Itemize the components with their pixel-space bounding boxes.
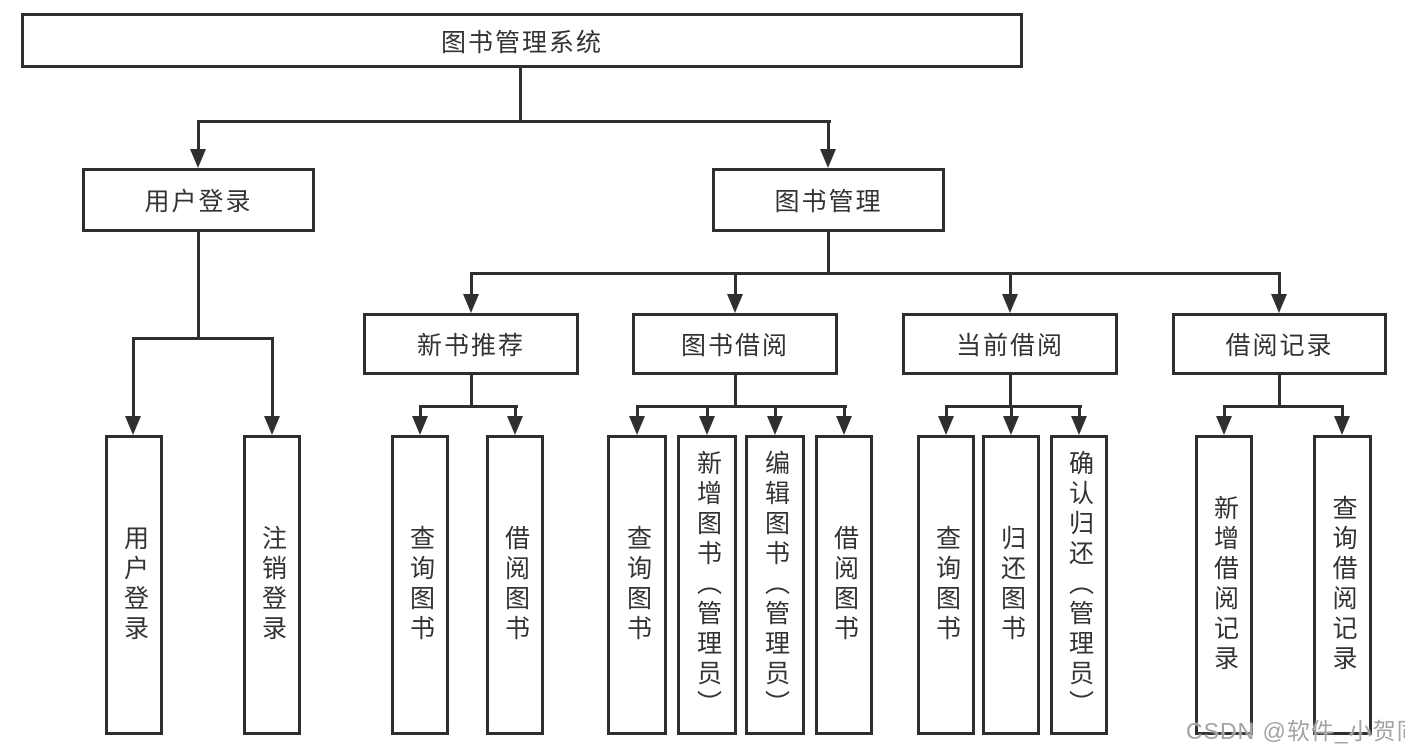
- connector-line: [1009, 375, 1012, 408]
- arrowhead-down-icon: [1071, 416, 1087, 435]
- node-user-login: 用户登录: [82, 168, 315, 232]
- node-root-system: 图书管理系统: [21, 13, 1023, 68]
- arrowhead-down-icon: [836, 416, 852, 435]
- leaf-newbook-query: 查询图书: [391, 435, 449, 735]
- connector-line: [197, 120, 200, 152]
- leaf-current-query: 查询图书: [917, 435, 975, 735]
- connector-line: [470, 272, 473, 298]
- arrowhead-down-icon: [1216, 416, 1232, 435]
- connector-line: [734, 272, 737, 298]
- arrowhead-down-icon: [727, 294, 743, 313]
- connector-line: [1009, 272, 1012, 298]
- connector-line: [1223, 405, 1226, 419]
- node-new-book-recommend: 新书推荐: [363, 313, 579, 375]
- arrowhead-down-icon: [938, 416, 954, 435]
- connector-line: [1278, 375, 1281, 408]
- connector-line: [1010, 405, 1013, 419]
- connector-line: [734, 375, 737, 408]
- connector-line: [519, 68, 522, 122]
- connector-line: [1341, 405, 1344, 419]
- leaf-newbook-borrow: 借阅图书: [486, 435, 544, 735]
- connector-line: [636, 405, 847, 408]
- leaf-logout: 注销登录: [243, 435, 301, 735]
- connector-line: [1223, 405, 1344, 408]
- connector-line: [132, 337, 274, 340]
- connector-line: [827, 120, 830, 152]
- leaf-borrow-query: 查询图书: [607, 435, 667, 735]
- arrowhead-down-icon: [1002, 294, 1018, 313]
- leaf-borrow-borrow: 借阅图书: [815, 435, 873, 735]
- leaf-current-return: 归还图书: [982, 435, 1040, 735]
- arrowhead-down-icon: [1334, 416, 1350, 435]
- arrowhead-down-icon: [1271, 294, 1287, 313]
- arrowhead-down-icon: [507, 416, 523, 435]
- arrowhead-down-icon: [190, 149, 206, 168]
- arrowhead-down-icon: [699, 416, 715, 435]
- arrowhead-down-icon: [463, 294, 479, 313]
- leaf-records-add: 新增借阅记录: [1195, 435, 1253, 735]
- connector-line: [636, 405, 639, 419]
- connector-line: [514, 405, 517, 419]
- arrowhead-down-icon: [820, 149, 836, 168]
- connector-line: [419, 405, 518, 408]
- node-current-borrowing: 当前借阅: [902, 313, 1118, 375]
- connector-line: [706, 405, 709, 419]
- csdn-watermark: CSDN @软件_小贺同学: [1186, 718, 1405, 744]
- connector-line: [945, 405, 948, 419]
- connector-line: [132, 337, 135, 419]
- connector-line: [197, 120, 831, 123]
- leaf-records-query: 查询借阅记录: [1313, 435, 1372, 735]
- leaf-borrow-add-admin: 新增图书（管理员）: [677, 435, 737, 735]
- connector-line: [197, 232, 200, 340]
- connector-line: [827, 232, 830, 275]
- arrowhead-down-icon: [412, 416, 428, 435]
- connector-line: [945, 405, 1082, 408]
- node-borrowing-records: 借阅记录: [1172, 313, 1387, 375]
- connector-line: [774, 405, 777, 419]
- connector-line: [470, 375, 473, 408]
- arrowhead-down-icon: [629, 416, 645, 435]
- leaf-current-confirm-admin: 确认归还（管理员）: [1050, 435, 1108, 735]
- connector-line: [1078, 405, 1081, 419]
- leaf-borrow-edit-admin: 编辑图书（管理员）: [745, 435, 805, 735]
- arrowhead-down-icon: [264, 416, 280, 435]
- connector-line: [1278, 272, 1281, 298]
- leaf-user-login: 用户登录: [105, 435, 163, 735]
- arrowhead-down-icon: [1003, 416, 1019, 435]
- arrowhead-down-icon: [125, 416, 141, 435]
- node-book-management: 图书管理: [712, 168, 945, 232]
- connector-line: [843, 405, 846, 419]
- arrowhead-down-icon: [767, 416, 783, 435]
- connector-line: [419, 405, 422, 419]
- node-book-borrowing: 图书借阅: [632, 313, 838, 375]
- connector-line: [470, 272, 1281, 275]
- connector-line: [271, 337, 274, 419]
